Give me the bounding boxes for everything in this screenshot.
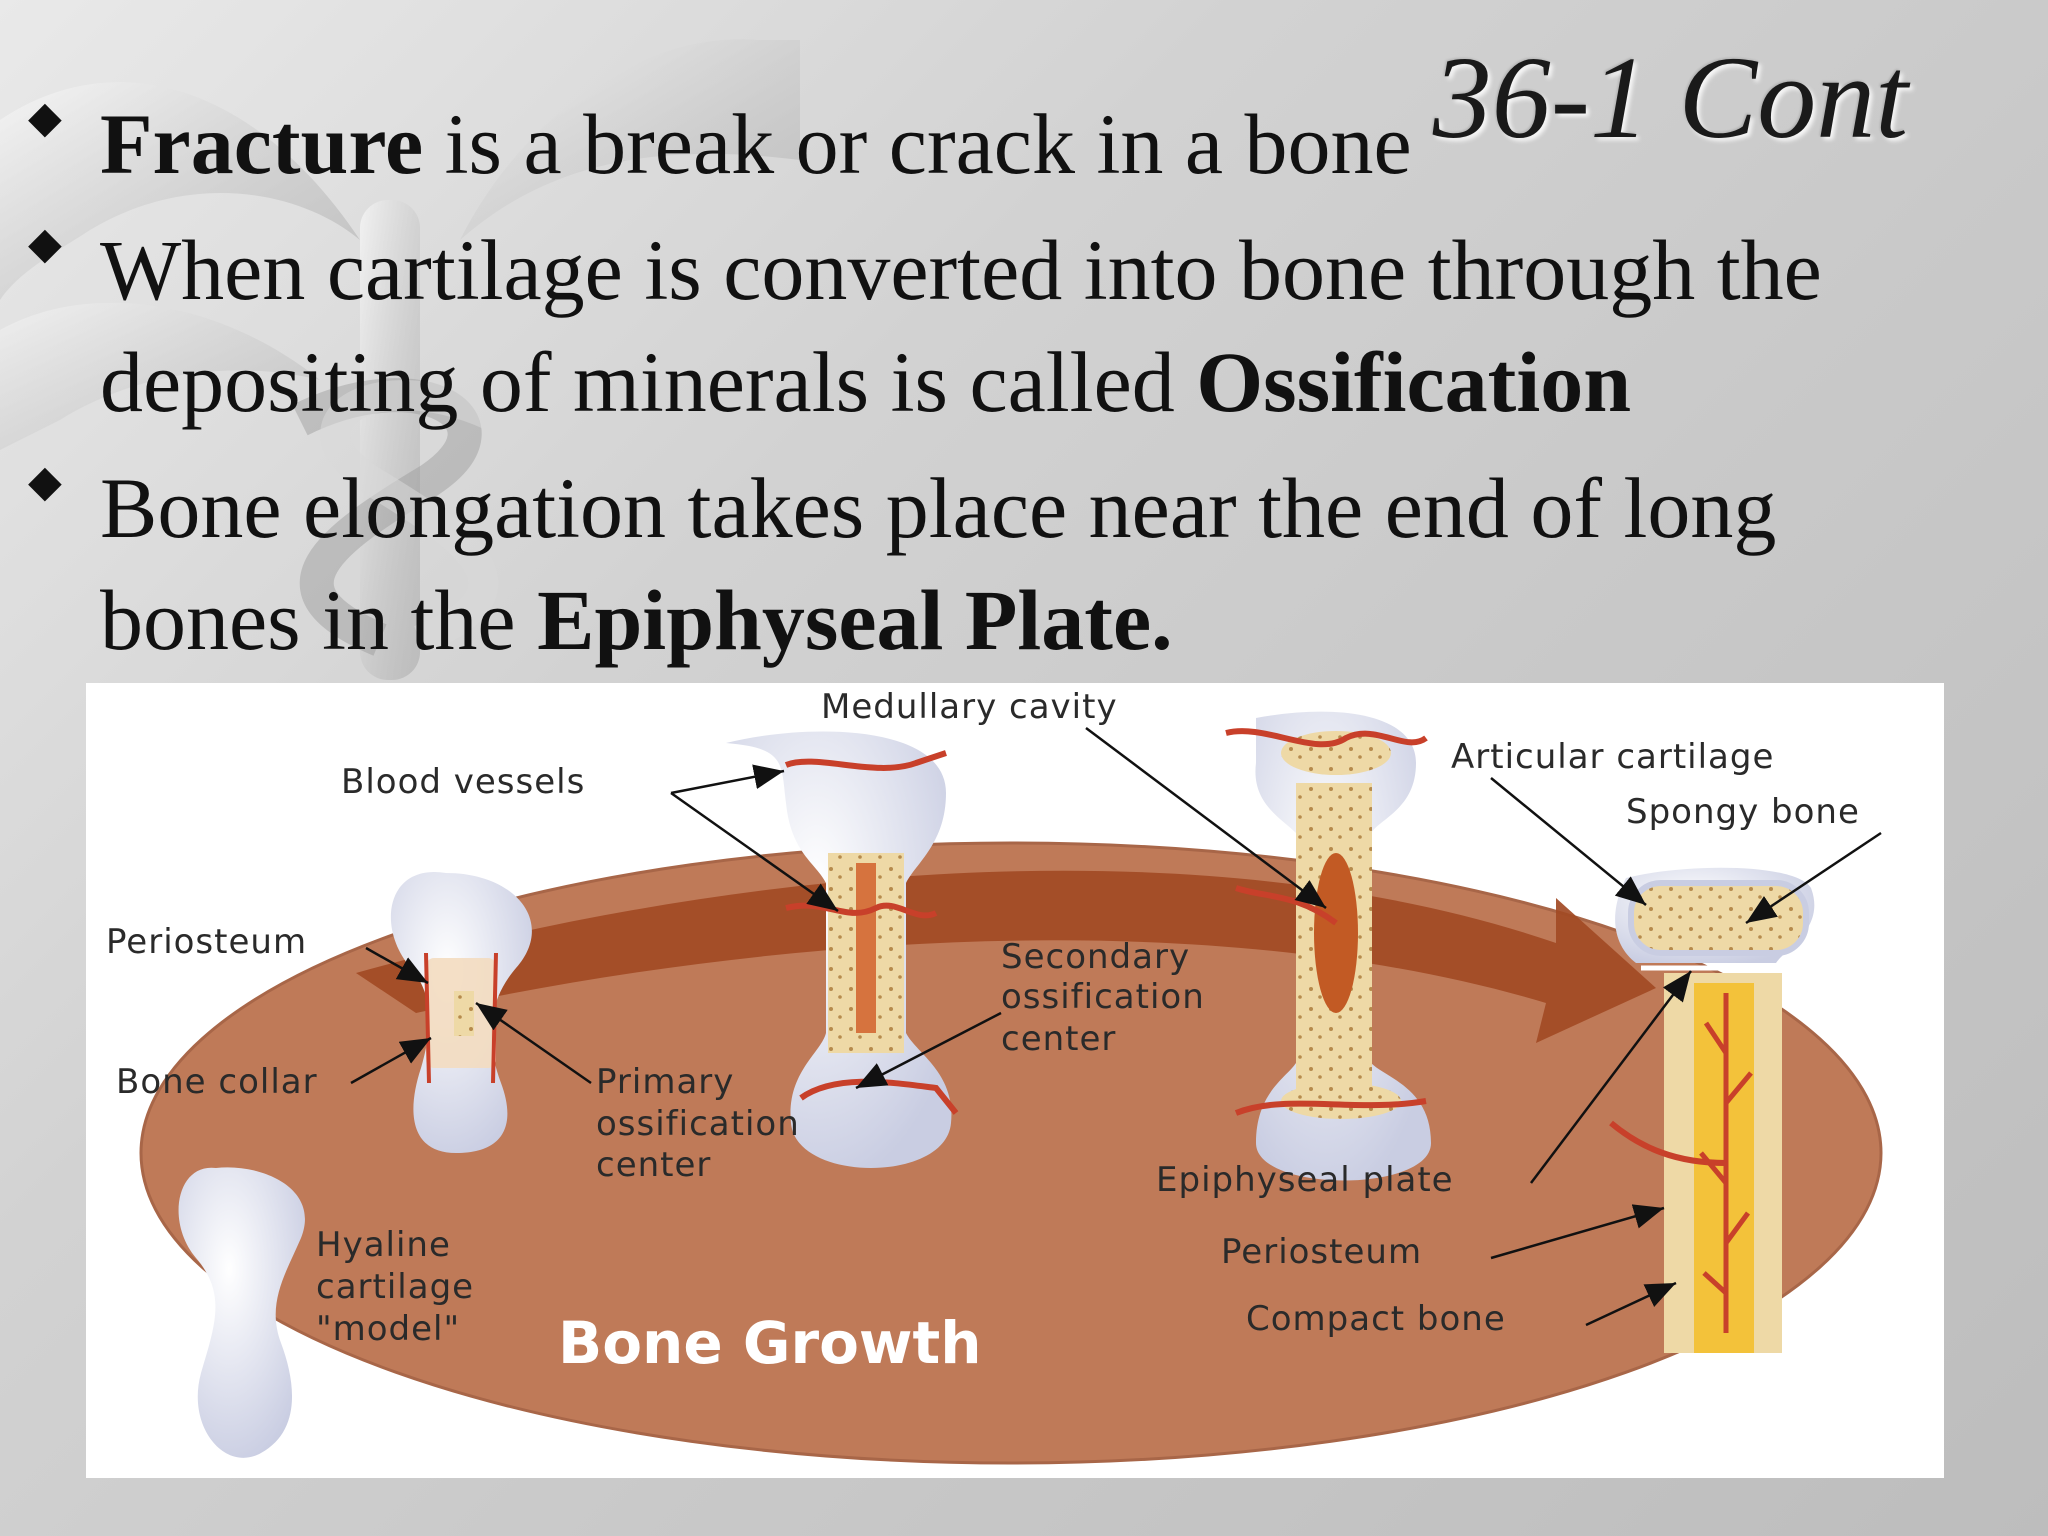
label-bone-collar: Bone collar xyxy=(116,1062,318,1102)
label-blood-vessels: Blood vessels xyxy=(341,762,585,802)
medullary-start xyxy=(856,863,876,1033)
blood-vessel-entry xyxy=(1609,1120,1727,1166)
label-epiphyseal-plate: Epiphyseal plate xyxy=(1156,1160,1454,1200)
bullet-bold-term: Fracture xyxy=(100,96,424,192)
bone-growth-diagram: Medullary cavity Blood vessels Articular… xyxy=(106,687,1883,1465)
epiphysis-spongy-bottom xyxy=(1281,1083,1401,1119)
bullet-text: is a break or crack in a bone xyxy=(423,96,1412,192)
blood-vessel-top-2 xyxy=(1225,728,1428,748)
label-compact-bone: Compact bone xyxy=(1246,1299,1506,1339)
leader-line xyxy=(1745,831,1882,925)
bullet-epiphyseal: ◆ Bone elongation takes place near the en… xyxy=(0,452,1980,676)
leader-line xyxy=(1530,970,1692,1184)
bullet-fracture: ◆ Fracture is a break or crack in a bone xyxy=(0,88,1980,200)
leader-line xyxy=(1585,1281,1677,1327)
leader-line xyxy=(670,764,785,795)
label-secondary-2: ossification xyxy=(1001,977,1205,1017)
primary-center-spot xyxy=(454,991,474,1036)
bone-growth-figure: Medullary cavity Blood vessels Articular… xyxy=(86,683,1944,1478)
hyaline-cartilage-bone xyxy=(178,1167,305,1458)
bullet-bold-term: Ossification xyxy=(1196,334,1632,430)
slide-title: 36-1 Cont xyxy=(1432,32,1908,163)
caduceus-background-emblem xyxy=(0,39,800,680)
label-hyaline-3: "model" xyxy=(316,1309,460,1349)
label-spongy-bone: Spongy bone xyxy=(1626,792,1860,832)
blood-vessel-top xyxy=(784,750,947,771)
figure-caption: Bone Growth xyxy=(558,1309,982,1377)
bullet-list: ◆Fracture is a break or crack in a bone … xyxy=(0,88,1980,690)
leader-line xyxy=(1490,1204,1665,1260)
leader-line xyxy=(350,1036,432,1085)
leader-line xyxy=(1085,727,1327,909)
bullet-bold-term: Epiphyseal Plate. xyxy=(537,572,1173,668)
bullet-ossification: ◆ When cartilage is converted into bone t… xyxy=(0,214,1980,438)
label-medullary-cavity: Medullary cavity xyxy=(821,687,1118,727)
leader-lines xyxy=(350,727,1882,1327)
leader-line xyxy=(855,1011,1002,1090)
label-hyaline-2: cartilage xyxy=(316,1267,474,1307)
blood-vessel-mid-2 xyxy=(1235,885,1338,926)
label-articular-cartilage: Articular cartilage xyxy=(1451,737,1774,777)
label-hyaline-1: Hyaline xyxy=(316,1225,451,1265)
label-periosteum-right: Periosteum xyxy=(1221,1232,1422,1272)
leader-line xyxy=(475,1001,592,1085)
blood-vessel-bottom-2 xyxy=(1234,1098,1427,1116)
leader-line xyxy=(365,946,429,985)
label-primary-2: ossification xyxy=(596,1104,800,1144)
bullet-text: When cartilage is converted into bone th… xyxy=(100,222,1822,430)
medullary-cavity-spot xyxy=(1314,853,1358,1013)
label-primary-3: center xyxy=(596,1145,711,1185)
leader-line xyxy=(670,791,839,913)
articular-cartilage-layer xyxy=(1628,880,1809,956)
bullet-text: Bone elongation takes place near the end… xyxy=(100,460,1777,668)
diamond-bullet-icon: ◆ xyxy=(28,219,62,268)
label-periosteum-left: Periosteum xyxy=(106,922,307,962)
label-secondary-3: center xyxy=(1001,1019,1116,1059)
diamond-bullet-icon: ◆ xyxy=(28,457,62,506)
epiphysis-spongy-top xyxy=(1281,731,1391,775)
label-primary-1: Primary xyxy=(596,1062,734,1102)
leader-line xyxy=(1490,777,1647,906)
diamond-bullet-icon: ◆ xyxy=(28,93,62,142)
label-secondary-1: Secondary xyxy=(1001,937,1190,977)
platform-ellipse xyxy=(139,841,1883,1465)
